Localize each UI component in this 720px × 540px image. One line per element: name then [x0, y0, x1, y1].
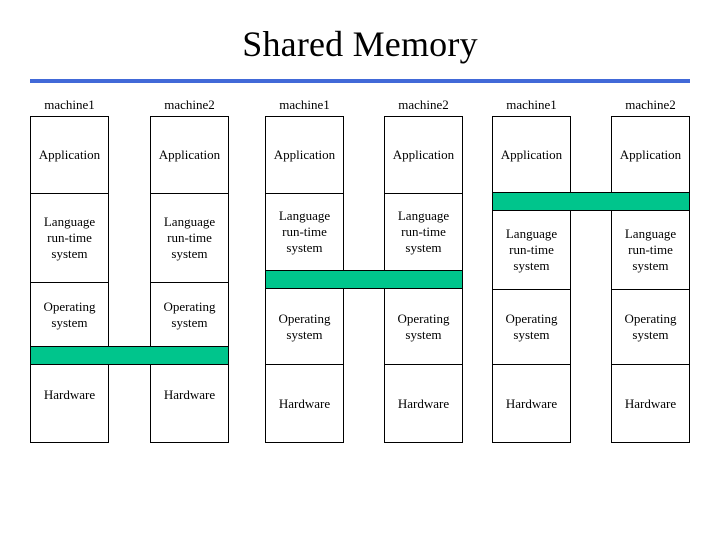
layer-g3-c1-application[interactable]: Application [493, 117, 570, 193]
layer-g2-c1-language-runtime[interactable]: Language run-time system [266, 194, 343, 271]
page-title: Shared Memory [242, 24, 478, 64]
shared-memory-bar-group-2 [265, 270, 463, 289]
layer-g2-c1-application[interactable]: Application [266, 117, 343, 194]
stack-g3-c2[interactable]: Application Language run-time system Ope… [611, 116, 690, 443]
layer-g1-c1-hardware[interactable]: Hardware [43, 386, 96, 402]
machine-header-g2-c1: machine1 [279, 97, 330, 112]
stack-g1-c1[interactable]: Application Language run-time system Ope… [30, 116, 109, 443]
layer-g3-c1-operating-system[interactable]: Operating system [493, 290, 570, 365]
layer-g1-c2-language-runtime[interactable]: Language run-time system [151, 194, 228, 283]
stack-g3-c1[interactable]: Application Language run-time system Ope… [492, 116, 571, 443]
layer-g3-c2-application[interactable]: Application [612, 117, 689, 193]
machine-header-g1-c1: machine1 [44, 97, 95, 112]
layer-g3-c2-language-runtime[interactable]: Language run-time system [612, 211, 689, 290]
layer-g2-c1-operating-system[interactable]: Operating system [266, 289, 343, 365]
machine-header-g1-c2: machine2 [164, 97, 215, 112]
layer-g1-c2-hardware[interactable]: Hardware [163, 386, 216, 402]
layer-g1-c1-application[interactable]: Application [31, 117, 108, 194]
layer-g3-c2-operating-system[interactable]: Operating system [612, 290, 689, 365]
stack-g1-c2[interactable]: Application Language run-time system Ope… [150, 116, 229, 443]
layer-g3-c1-language-runtime[interactable]: Language run-time system [493, 211, 570, 290]
machine-header-g2-c2: machine2 [398, 97, 449, 112]
layer-g3-c1-hardware[interactable]: Hardware [505, 395, 558, 411]
layer-g1-c2-application[interactable]: Application [151, 117, 228, 194]
layer-g1-c2-operating-system[interactable]: Operating system [151, 283, 228, 347]
layer-g2-c2-operating-system[interactable]: Operating system [385, 289, 462, 365]
layer-g2-c1-hardware[interactable]: Hardware [278, 395, 331, 411]
machine-header-g3-c1: machine1 [506, 97, 557, 112]
layer-g2-c2-application[interactable]: Application [385, 117, 462, 194]
machine-header-g3-c2: machine2 [625, 97, 676, 112]
layer-g3-c2-hardware[interactable]: Hardware [624, 395, 677, 411]
layer-g1-c1-operating-system[interactable]: Operating system [31, 283, 108, 347]
shared-memory-bar-group-1 [30, 346, 229, 365]
layer-g2-c2-language-runtime[interactable]: Language run-time system [385, 194, 462, 271]
layer-g2-c2-hardware[interactable]: Hardware [397, 395, 450, 411]
layer-g1-c1-language-runtime[interactable]: Language run-time system [31, 194, 108, 283]
title-underline-rule [30, 79, 690, 83]
shared-memory-bar-group-3 [492, 192, 690, 211]
